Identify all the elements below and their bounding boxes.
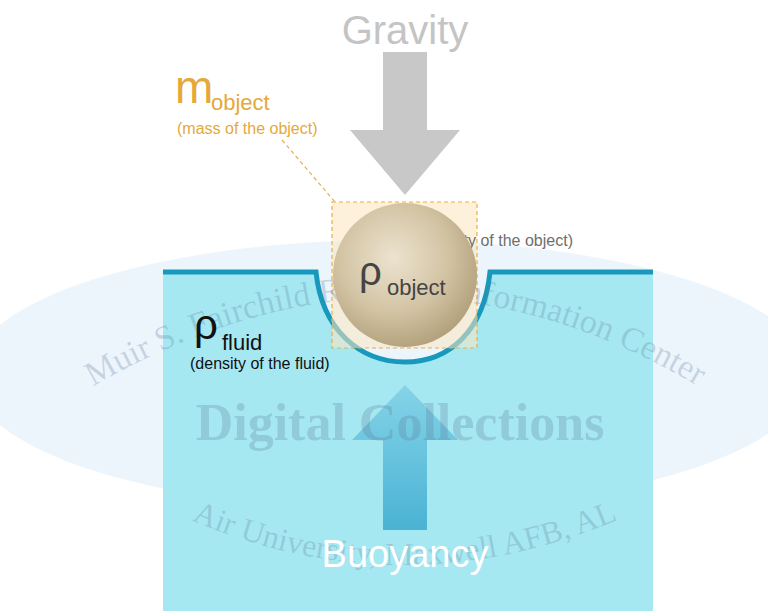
watermark-text: Air University, Maxwell AFB, AL bbox=[189, 493, 621, 572]
mass-box bbox=[332, 202, 477, 348]
watermark-text: Digital Collections bbox=[196, 394, 605, 451]
leader-line bbox=[282, 140, 335, 202]
density-symbol: ρ bbox=[359, 251, 382, 291]
description: (density of the fluid) bbox=[190, 356, 330, 372]
object-ball: ρobject bbox=[333, 203, 477, 347]
buoyancy-arrow bbox=[352, 385, 458, 530]
force-label: Gravity bbox=[342, 10, 469, 50]
subscript: object bbox=[211, 92, 270, 114]
density-symbol: ρ bbox=[194, 304, 218, 346]
watermark-text: Air University, Maxwell AFB, AL bbox=[189, 493, 621, 572]
mass-symbol: m bbox=[175, 64, 213, 110]
subscript: object bbox=[387, 277, 446, 299]
gravity-arrow bbox=[350, 52, 460, 195]
description: (mass of the object) bbox=[177, 121, 318, 137]
subscript: fluid bbox=[222, 332, 262, 354]
force-label: Buoyancy bbox=[322, 535, 489, 573]
